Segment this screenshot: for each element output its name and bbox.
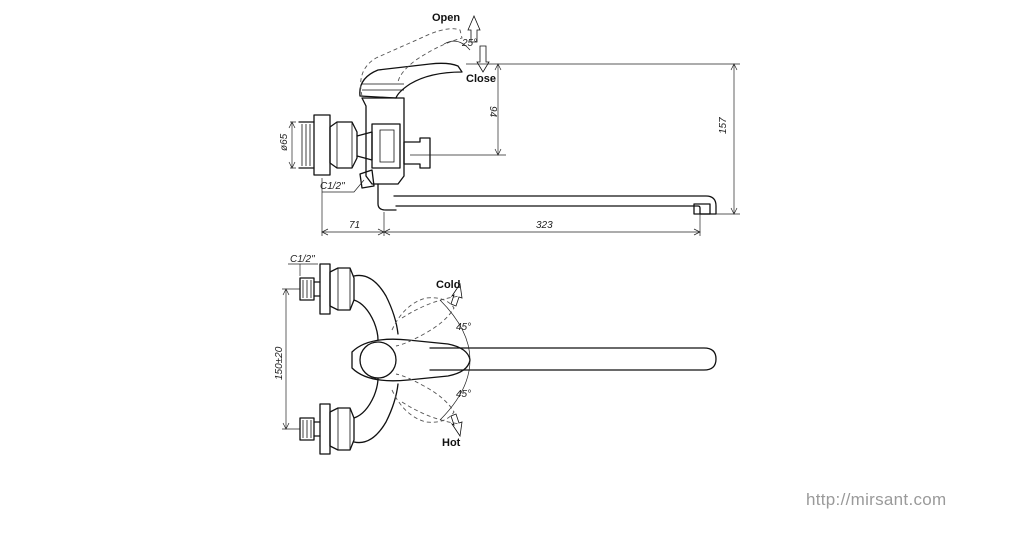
cold-arrow-icon (450, 282, 463, 307)
plan-upper-fitting (299, 277, 315, 301)
dim-150-label: 150±20 (274, 346, 285, 380)
dim-157-label: 157 (718, 117, 729, 134)
plan-lever-hot (391, 373, 455, 423)
hot-label: Hot (442, 437, 461, 449)
watermark: http://mirsant.com (806, 490, 947, 509)
plan-lower-nut (329, 407, 355, 451)
side-lever (359, 62, 463, 99)
dim-94-label: 94 (487, 106, 498, 118)
spout-aerator (693, 203, 711, 215)
dim-71-label: 71 (349, 220, 360, 231)
close-label: Close (466, 73, 496, 85)
plan-view: Cold Hot 45° 45° (299, 263, 717, 455)
side-mixer-body (361, 97, 405, 185)
connection-plan-label: C1/2" (290, 254, 315, 265)
side-wall-flange (313, 114, 331, 176)
side-hex-nut (329, 121, 358, 169)
plan-lower-flange (319, 403, 331, 455)
open-label: Open (432, 12, 460, 24)
close-arrow-icon (476, 45, 490, 73)
side-dimensions: 94 157 ø65 C1/2" 71 323 (279, 63, 740, 236)
plan-lower-fitting (299, 417, 315, 441)
plan-body (359, 341, 397, 379)
plan-lever (351, 338, 471, 382)
angle-cold-label: 45° (456, 322, 471, 333)
hot-arrow-icon (450, 413, 463, 438)
side-diverter (403, 137, 431, 169)
side-view: Open Close 25° (298, 12, 717, 215)
plan-spout (429, 347, 717, 371)
dim-65-label: ø65 (279, 133, 290, 151)
connection-side-label: C1/2" (320, 181, 345, 192)
side-lever-open (360, 28, 463, 97)
side-spout (393, 195, 717, 215)
cold-label: Cold (436, 279, 460, 291)
plan-upper-flange (319, 263, 331, 315)
plan-lever-cold (391, 297, 455, 347)
plan-dimensions: C1/2" 150±20 (274, 254, 318, 430)
dim-323-label: 323 (536, 220, 553, 231)
angle-hot-label: 45° (456, 389, 471, 400)
open-arrow-icon (467, 14, 481, 43)
angle-25-label: 25° (461, 38, 477, 49)
